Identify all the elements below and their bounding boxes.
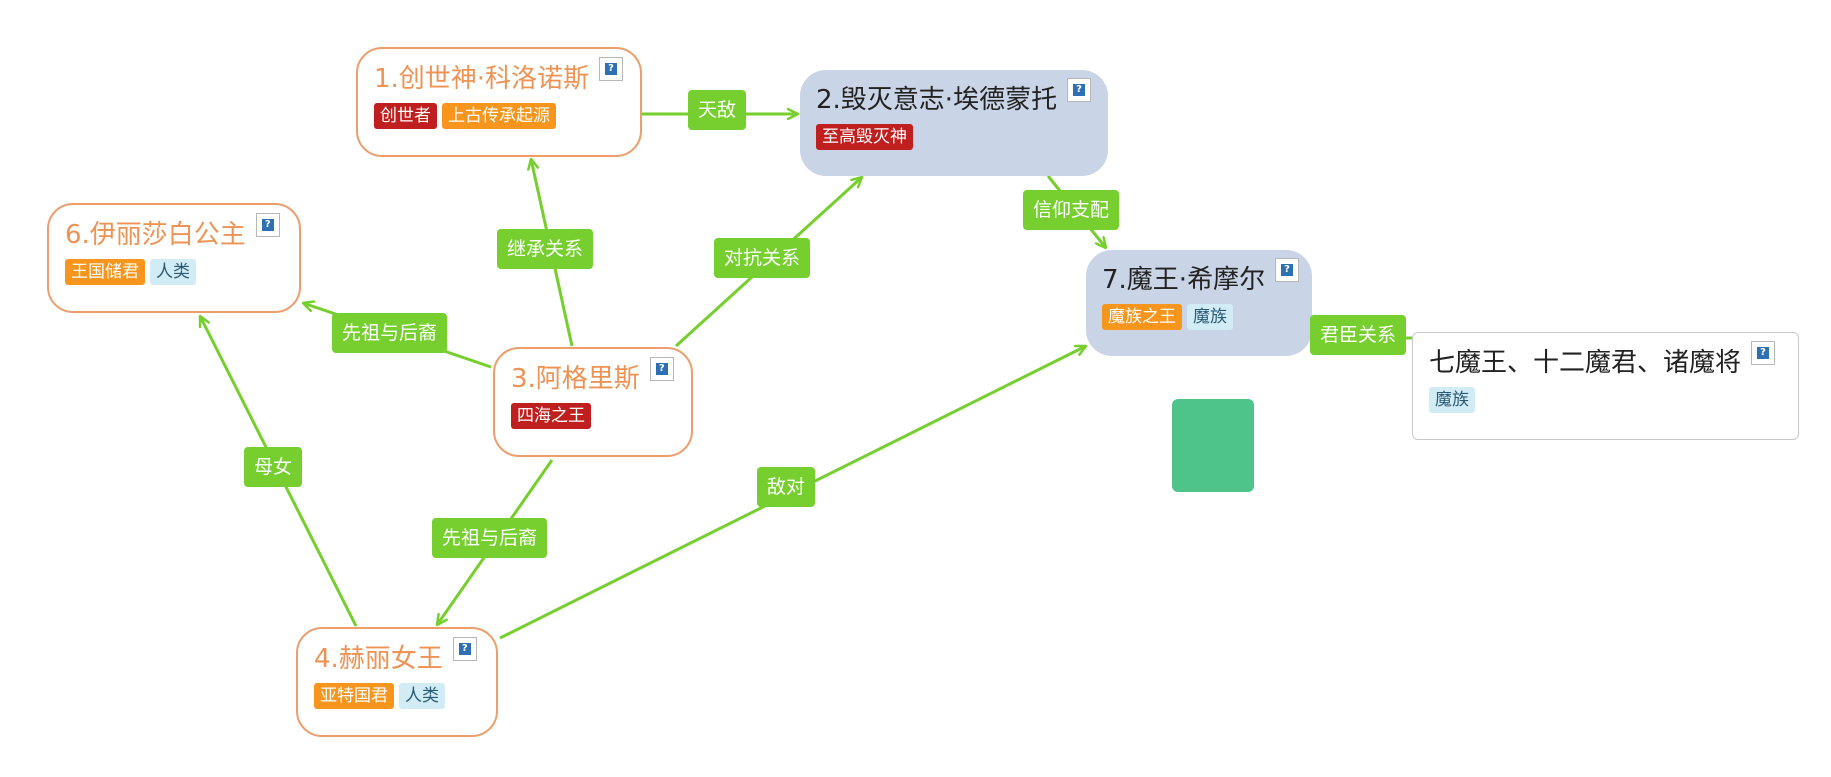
- help-icon[interactable]: [599, 57, 624, 81]
- tag[interactable]: 魔族之王: [1102, 304, 1182, 330]
- edge-label-e4[interactable]: 对抗关系: [714, 238, 811, 278]
- tag[interactable]: 四海之王: [511, 403, 591, 429]
- tag[interactable]: 创世者: [374, 103, 437, 129]
- node-title: 2.毁灭意志·埃德蒙托: [816, 85, 1058, 115]
- node-title: 3.阿格里斯: [511, 364, 640, 394]
- help-icon[interactable]: [255, 213, 280, 237]
- help-icon[interactable]: [1751, 341, 1776, 365]
- edge-label-e2[interactable]: 信仰支配: [1023, 190, 1120, 230]
- tag[interactable]: 魔族: [1187, 304, 1233, 330]
- tag[interactable]: 王国储君: [65, 259, 145, 285]
- tag[interactable]: 人类: [399, 683, 445, 709]
- edge-label-e5[interactable]: 先祖与后裔: [332, 313, 448, 353]
- node-title: 七魔王、十二魔君、诸魔将: [1429, 348, 1742, 378]
- edge-label-e6[interactable]: 先祖与后裔: [432, 518, 548, 558]
- node-title: 6.伊丽莎白公主: [65, 220, 246, 250]
- help-icon[interactable]: [1067, 78, 1092, 102]
- node-title: 4.赫丽女王: [314, 644, 443, 674]
- green-shape[interactable]: [1172, 399, 1254, 492]
- node-demon-king[interactable]: 7.魔王·希摩尔 魔族之王 魔族: [1086, 250, 1312, 356]
- tag[interactable]: 至高毁灭神: [816, 124, 913, 150]
- tag[interactable]: 魔族: [1429, 387, 1475, 413]
- help-icon[interactable]: [1275, 258, 1300, 282]
- node-title: 7.魔王·希摩尔: [1102, 265, 1266, 295]
- node-creator-god[interactable]: 1.创世神·科洛诺斯 创世者 上古传承起源: [356, 47, 642, 157]
- help-icon[interactable]: [452, 637, 477, 661]
- node-agris[interactable]: 3.阿格里斯 四海之王: [493, 347, 693, 457]
- edge-label-e9[interactable]: 君臣关系: [1310, 315, 1407, 355]
- node-destruction-will[interactable]: 2.毁灭意志·埃德蒙托 至高毁灭神: [800, 70, 1108, 176]
- node-queen-heli[interactable]: 4.赫丽女王 亚特国君 人类: [296, 627, 498, 737]
- node-princess-elizabeth[interactable]: 6.伊丽莎白公主 王国储君 人类: [47, 203, 301, 313]
- edge-label-e1[interactable]: 天敌: [688, 90, 747, 130]
- node-title: 1.创世神·科洛诺斯: [374, 64, 590, 94]
- edge-label-e8[interactable]: 敌对: [757, 467, 816, 507]
- edge-label-e7[interactable]: 母女: [244, 447, 303, 487]
- help-icon[interactable]: [649, 357, 674, 381]
- node-demon-lords[interactable]: 七魔王、十二魔君、诸魔将 魔族: [1412, 332, 1799, 440]
- edge-label-e3[interactable]: 继承关系: [497, 229, 594, 269]
- tag[interactable]: 人类: [150, 259, 196, 285]
- tag[interactable]: 上古传承起源: [442, 103, 556, 129]
- tag[interactable]: 亚特国君: [314, 683, 394, 709]
